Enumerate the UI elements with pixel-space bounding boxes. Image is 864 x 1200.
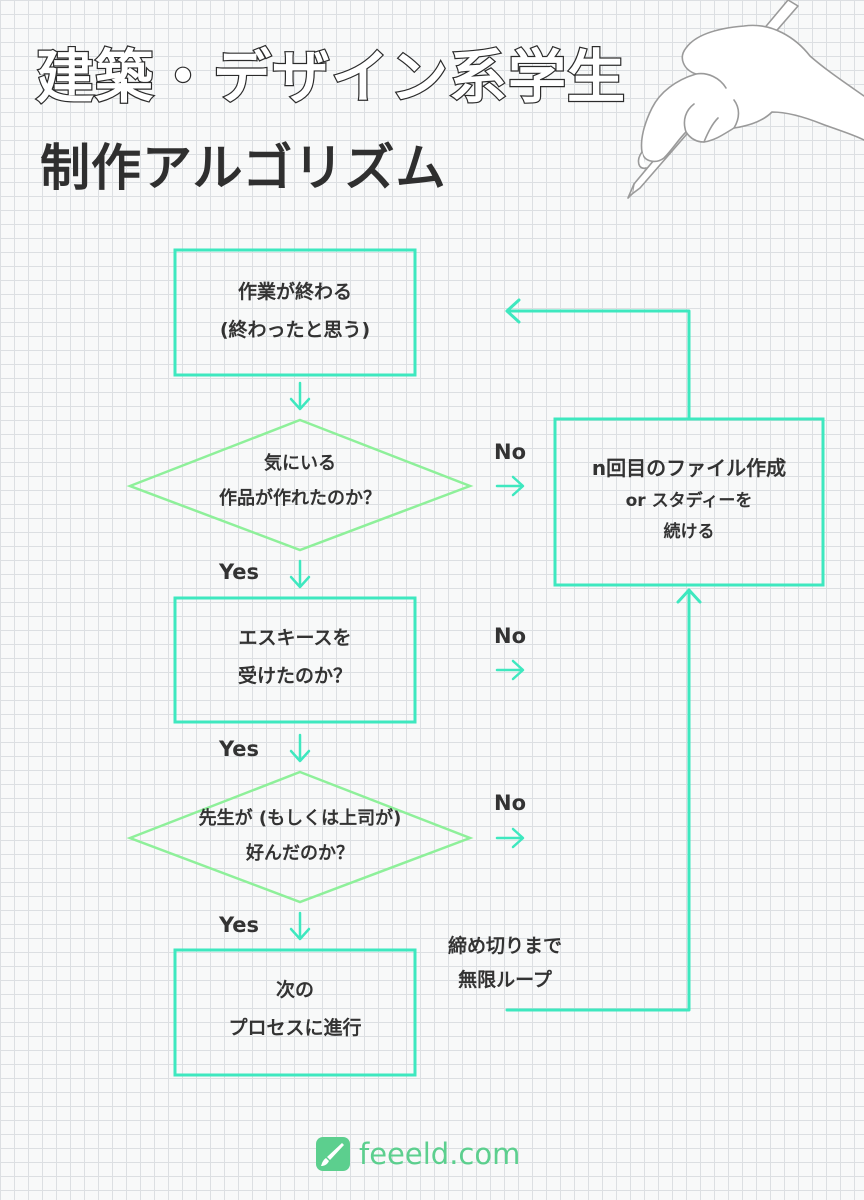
node-satisfied: 気にいる 作品が作れたのか？: [130, 449, 470, 514]
node-work-done-line2: (終わったと思う): [219, 319, 371, 342]
loop-note: 締め切りまで 無限ループ: [448, 930, 562, 997]
node-satisfied-line1: 気にいる: [264, 453, 336, 474]
hand-holding-pen-icon: [627, 0, 864, 199]
no-label-1: No: [494, 440, 527, 464]
node-esquisse-line2: 受けたのか？: [237, 665, 352, 688]
node-next-line2: プロセスに進行: [228, 1017, 362, 1040]
logo-text: feeeld.com: [359, 1137, 521, 1171]
arrow-down-1: [289, 381, 311, 411]
node-esquisse-line1: エスキースを: [238, 627, 352, 649]
node-teacher-line1: 先生が (もしくは上司が): [198, 808, 402, 829]
decision-diamond-teacher: [126, 770, 474, 904]
node-teacher-line2: 好んだのか？: [246, 842, 354, 864]
node-work-done: 作業が終わる (終わったと思う): [175, 276, 415, 347]
node-box-work-done: [173, 248, 417, 377]
node-box-esquisse: [173, 596, 417, 724]
node-retry-line2: or スタディーを: [625, 491, 753, 511]
yes-label-1: Yes: [219, 560, 260, 584]
title-line-2: 制作アルゴリズム: [40, 139, 447, 197]
yes-label-2: Yes: [219, 737, 260, 761]
arrow-down-3: [289, 733, 311, 763]
node-retry-line3: 続ける: [663, 522, 715, 543]
loop-note-line2: 無限ループ: [458, 969, 552, 992]
no-label-2: No: [494, 624, 527, 648]
node-satisfied-line2: 作品が作れたのか？: [219, 487, 381, 509]
node-work-done-line1: 作業が終わる: [237, 281, 352, 303]
arrow-down-2: [289, 559, 311, 589]
yes-label-3: Yes: [219, 913, 260, 937]
decision-diamond-satisfied: [126, 418, 474, 552]
loop-note-line1: 締め切りまで: [448, 935, 563, 957]
site-logo: feeeld.com: [315, 1136, 520, 1172]
node-retry: n回目のファイル作成 or スタディーを 続ける: [555, 452, 823, 546]
arrow-loop-up: [505, 588, 702, 1012]
node-box-next: [173, 948, 417, 1077]
arrow-down-4: [289, 911, 311, 941]
node-next: 次の プロセスに進行: [175, 974, 415, 1045]
no-label-3: No: [494, 791, 527, 815]
node-next-line1: 次の: [275, 979, 314, 1001]
node-retry-line1: n回目のファイル作成: [591, 456, 787, 480]
node-esquisse: エスキースを 受けたのか？: [175, 622, 415, 693]
arrow-right-1: [495, 475, 525, 497]
arrow-right-3: [495, 827, 525, 849]
arrow-right-2: [495, 659, 525, 681]
pen-brush-icon: [316, 1137, 350, 1171]
node-teacher: 先生が (もしくは上司が) 好んだのか？: [130, 804, 470, 869]
title-line-1: 建築・デザイン系学生: [35, 42, 627, 112]
arrow-loop-back: [505, 298, 691, 421]
